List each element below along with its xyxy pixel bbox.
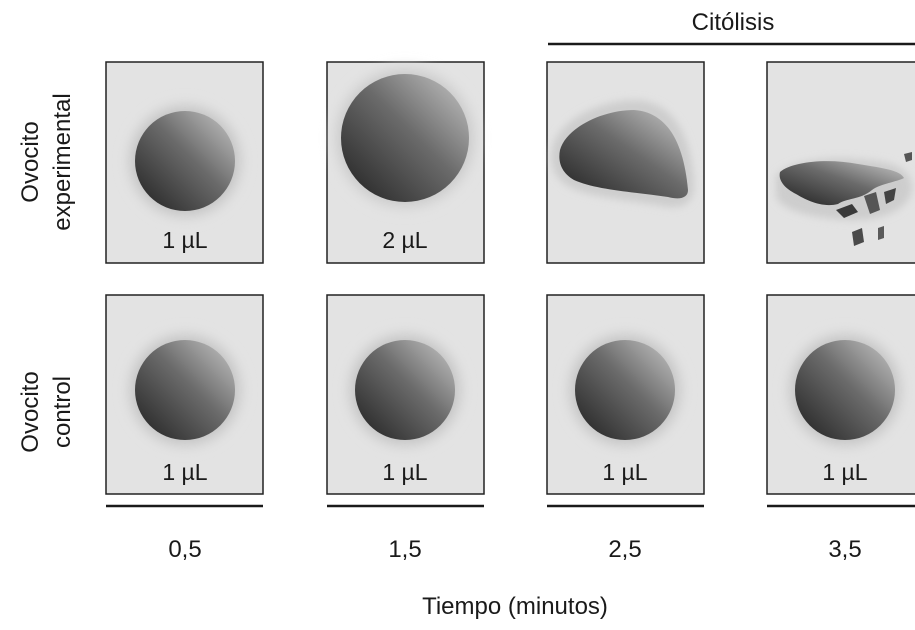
panel-experimental-t2: 2 µL — [325, 58, 485, 264]
panel-control-t1: 1 µL — [105, 294, 264, 495]
oocyte-debris-fragment — [836, 204, 858, 218]
row-label-experimental: Ovocito experimental — [17, 93, 76, 230]
oocyte-cell — [575, 340, 675, 440]
oocyte-cell-deforming — [559, 110, 688, 199]
volume-label: 1 µL — [822, 459, 867, 485]
time-label: 1,5 — [388, 536, 421, 563]
panel-control-t4: 1 µL — [766, 294, 915, 495]
row-label-control-line2: control — [49, 376, 76, 448]
oocyte-debris-fragment — [852, 228, 864, 246]
cytolysis-label: Citólisis — [692, 9, 775, 36]
oocyte-cell — [795, 340, 895, 440]
volume-label: 1 µL — [162, 227, 207, 253]
oocyte-cell — [355, 340, 455, 440]
row-label-control: Ovocito control — [17, 371, 76, 452]
oocyte-debris-fragment — [884, 188, 896, 204]
row-label-control-line1: Ovocito — [17, 371, 44, 452]
panel-experimental-t3 — [546, 61, 705, 264]
oocyte-debris-fragment — [904, 152, 912, 162]
volume-label: 1 µL — [162, 459, 207, 485]
volume-label: 2 µL — [382, 227, 427, 253]
time-label: 2,5 — [608, 536, 641, 563]
oocyte-debris-fragment — [864, 192, 880, 214]
row-label-experimental-line1: Ovocito — [17, 121, 44, 202]
oocyte-debris-main — [779, 161, 904, 206]
panel-control-t2: 1 µL — [326, 294, 485, 495]
time-label: 0,5 — [168, 536, 201, 563]
panel-control-t3: 1 µL — [546, 294, 705, 495]
panel-experimental-t4 — [766, 61, 915, 264]
row-label-experimental-line2: experimental — [49, 93, 76, 230]
time-label: 3,5 — [828, 536, 861, 563]
oocyte-cell — [135, 111, 235, 211]
oocyte-debris-fragment — [878, 226, 884, 240]
oocyte-cell-swollen — [341, 74, 469, 202]
x-axis-title: Tiempo (minutos) — [422, 593, 608, 620]
volume-label: 1 µL — [602, 459, 647, 485]
panel-experimental-t1: 1 µL — [105, 61, 264, 264]
oocyte-cell — [135, 340, 235, 440]
volume-label: 1 µL — [382, 459, 427, 485]
